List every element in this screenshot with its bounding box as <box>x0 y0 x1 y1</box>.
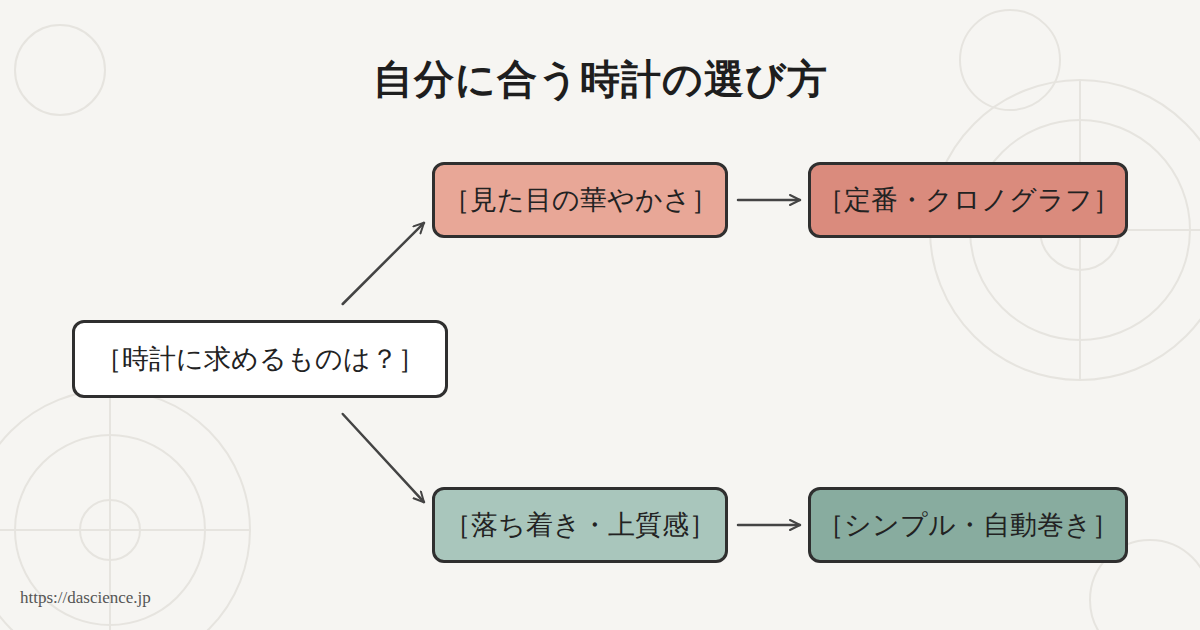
node-label: ［シンプル・自動巻き］ <box>817 507 1119 543</box>
node-label: ［定番・クロノグラフ］ <box>817 182 1120 218</box>
choice-box: ［落ち着き・上質感］ <box>432 487 728 563</box>
choice-box: ［定番・クロノグラフ］ <box>808 162 1128 238</box>
arrow-connector <box>738 199 800 202</box>
choice-box: ［シンプル・自動巻き］ <box>808 487 1128 563</box>
node-label: ［時計に求めるものは？］ <box>95 341 425 377</box>
arrow-connector <box>343 223 424 304</box>
node-label: ［落ち着き・上質感］ <box>444 507 716 543</box>
gear-decoration <box>0 10 1200 630</box>
arrow-connector <box>343 414 424 502</box>
question-box: ［時計に求めるものは？］ <box>72 320 448 398</box>
diagram-title: 自分に合う時計の選び方 <box>0 52 1200 107</box>
arrow-connector <box>738 524 800 527</box>
node-label: ［見た目の華やかさ］ <box>443 182 718 218</box>
choice-box: ［見た目の華やかさ］ <box>432 162 728 238</box>
watermark: https://dascience.jp <box>20 588 151 608</box>
